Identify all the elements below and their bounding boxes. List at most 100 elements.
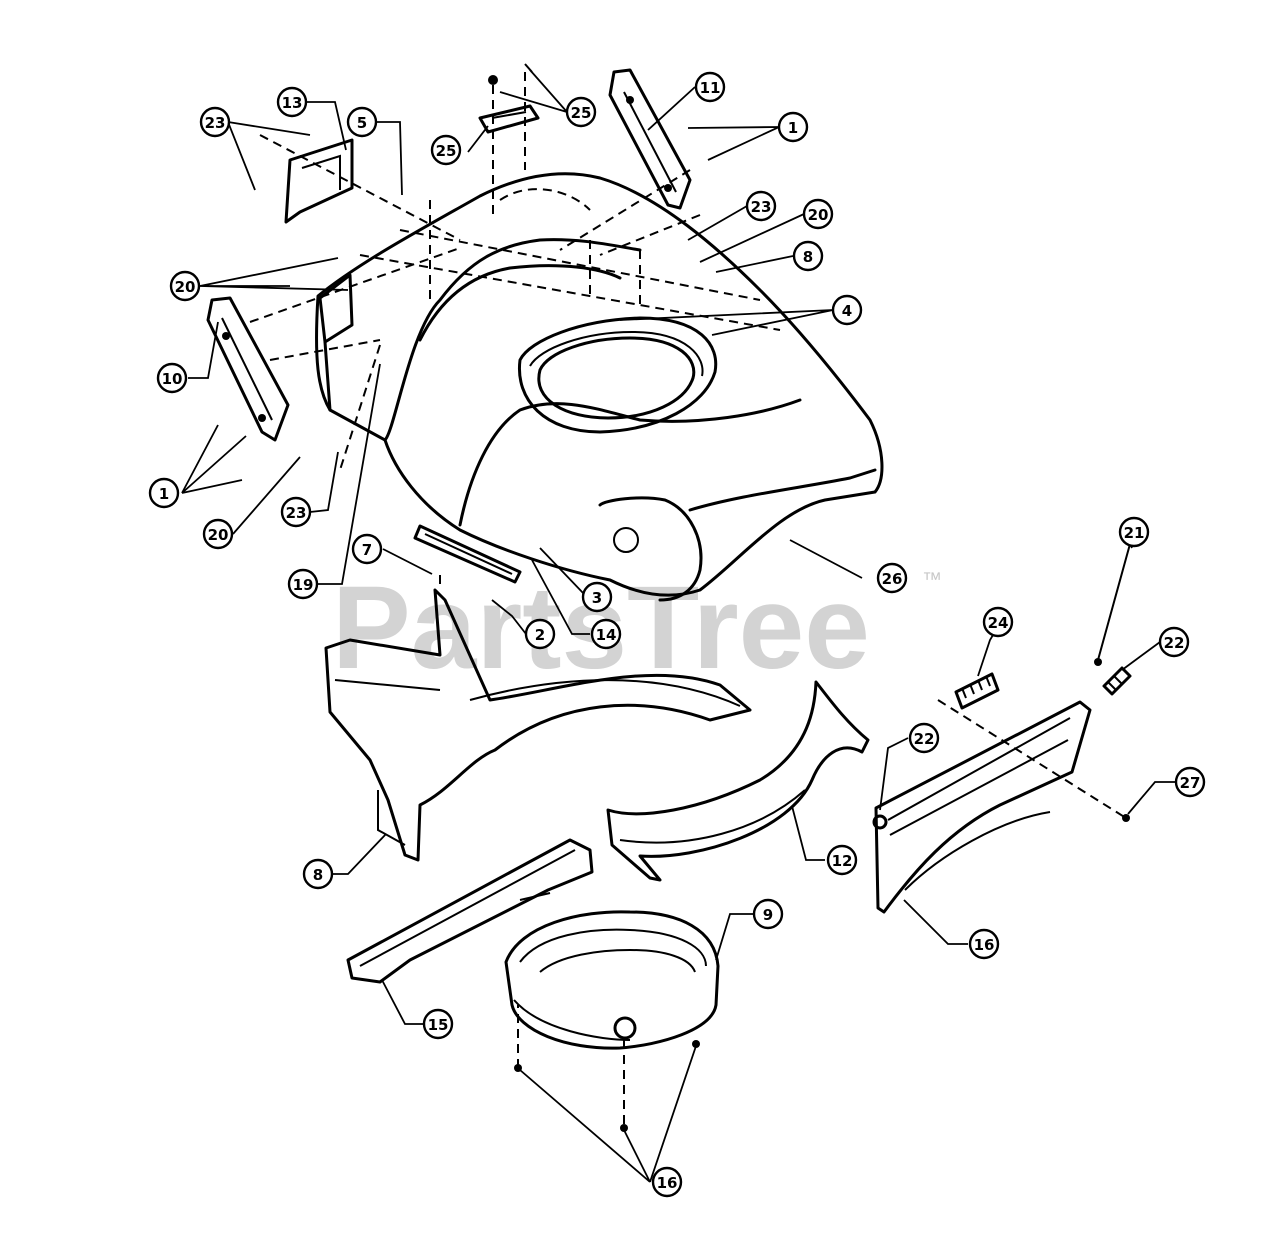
callout-label: 23 bbox=[751, 198, 772, 216]
callout-circle bbox=[792, 240, 824, 272]
callout-label: 2 bbox=[535, 626, 545, 644]
callout-label: 19 bbox=[293, 576, 314, 594]
callout-label: 1 bbox=[788, 119, 798, 137]
callout-label: 11 bbox=[700, 79, 721, 97]
callout-16: 16 bbox=[651, 1166, 683, 1198]
callout-label: 1 bbox=[159, 485, 169, 503]
discharge-baffle bbox=[324, 588, 752, 862]
callout-20: 20 bbox=[802, 198, 834, 230]
screw-27-dot bbox=[1122, 814, 1130, 822]
callout-24: 24 bbox=[982, 606, 1014, 638]
callout-circle bbox=[831, 294, 863, 326]
callout-label: 27 bbox=[1180, 774, 1201, 792]
callout-circle bbox=[1118, 516, 1150, 548]
callout-1: 1 bbox=[148, 477, 180, 509]
callout-8: 8 bbox=[792, 240, 824, 272]
top-plate bbox=[478, 63, 540, 220]
callout-25: 25 bbox=[430, 134, 462, 166]
deck-housing bbox=[315, 172, 884, 602]
callout-circle bbox=[651, 1166, 683, 1198]
callout-circle bbox=[351, 533, 383, 565]
callout-25: 25 bbox=[565, 96, 597, 128]
spring-22 bbox=[1102, 666, 1132, 696]
axis-10 bbox=[269, 339, 381, 361]
callout-circle bbox=[581, 581, 613, 613]
callout-circle bbox=[422, 1008, 454, 1040]
axis-19 bbox=[339, 344, 381, 471]
callout-circle bbox=[752, 898, 784, 930]
callout-circle bbox=[156, 362, 188, 394]
callout-label: 16 bbox=[974, 936, 995, 954]
callout-label: 20 bbox=[808, 206, 829, 224]
callout-label: 21 bbox=[1124, 524, 1145, 542]
deflector-bracket bbox=[284, 138, 354, 224]
callout-label: 15 bbox=[428, 1016, 449, 1034]
callout-9: 9 bbox=[752, 898, 784, 930]
watermark-trademark: ™ bbox=[922, 569, 942, 591]
callout-label: 14 bbox=[596, 626, 617, 644]
callout-5: 5 bbox=[346, 106, 378, 138]
callout-label: 22 bbox=[1164, 634, 1185, 652]
callout-10: 10 bbox=[156, 362, 188, 394]
spring-24 bbox=[954, 672, 1000, 710]
callout-circle bbox=[802, 198, 834, 230]
callout-label: 26 bbox=[882, 570, 903, 588]
callout-1: 1 bbox=[777, 111, 809, 143]
callout-15: 15 bbox=[422, 1008, 454, 1040]
rear-shield bbox=[606, 680, 870, 882]
handle-bracket-left bbox=[206, 296, 290, 442]
callout-label: 7 bbox=[362, 541, 372, 559]
callout-label: 13 bbox=[282, 94, 303, 112]
callout-label: 3 bbox=[592, 589, 602, 607]
callout-circle bbox=[565, 96, 597, 128]
axis-13 bbox=[259, 134, 461, 241]
callout-circle bbox=[169, 270, 201, 302]
callout-circle bbox=[694, 71, 726, 103]
callout-16: 16 bbox=[968, 928, 1000, 960]
callout-label: 16 bbox=[657, 1174, 678, 1192]
callout-21: 21 bbox=[1118, 516, 1150, 548]
callout-circle bbox=[199, 106, 231, 138]
callout-label: 24 bbox=[988, 614, 1009, 632]
callout-23: 23 bbox=[745, 190, 777, 222]
callout-circle bbox=[346, 106, 378, 138]
callout-circle bbox=[1158, 626, 1190, 658]
bottom-fasteners bbox=[514, 1005, 700, 1132]
callout-label: 10 bbox=[162, 370, 183, 388]
callout-22: 22 bbox=[908, 722, 940, 754]
callout-14: 14 bbox=[590, 618, 622, 650]
callout-circle bbox=[908, 722, 940, 754]
axis-20 bbox=[249, 247, 461, 323]
blade-adapter-ring bbox=[504, 910, 720, 1050]
callout-19: 19 bbox=[287, 568, 319, 600]
callout-12: 12 bbox=[826, 844, 858, 876]
skirt-bar bbox=[346, 838, 594, 984]
callout-circle bbox=[1174, 766, 1206, 798]
callout-circle bbox=[524, 618, 556, 650]
axis-23 bbox=[599, 214, 701, 256]
leader-lines bbox=[181, 69, 1175, 1183]
rod-21 bbox=[1094, 543, 1131, 666]
callout-label: 4 bbox=[842, 302, 852, 320]
callout-circle bbox=[148, 477, 180, 509]
callout-20: 20 bbox=[202, 518, 234, 550]
callout-23: 23 bbox=[280, 496, 312, 528]
axis-11 bbox=[559, 169, 691, 251]
callout-label: 22 bbox=[914, 730, 935, 748]
callout-circle bbox=[202, 518, 234, 550]
callout-label: 23 bbox=[286, 504, 307, 522]
callout-2: 2 bbox=[524, 618, 556, 650]
callout-label: 20 bbox=[175, 278, 196, 296]
callout-label: 25 bbox=[571, 104, 592, 122]
callout-circle bbox=[777, 111, 809, 143]
callout-circle bbox=[982, 606, 1014, 638]
callout-circle bbox=[590, 618, 622, 650]
callout-circle bbox=[745, 190, 777, 222]
handle-bracket-right bbox=[608, 68, 692, 210]
callout-label: 5 bbox=[357, 114, 367, 132]
callout-circle bbox=[876, 562, 908, 594]
callout-11: 11 bbox=[694, 71, 726, 103]
callout-label: 25 bbox=[436, 142, 457, 160]
callout-3: 3 bbox=[581, 581, 613, 613]
